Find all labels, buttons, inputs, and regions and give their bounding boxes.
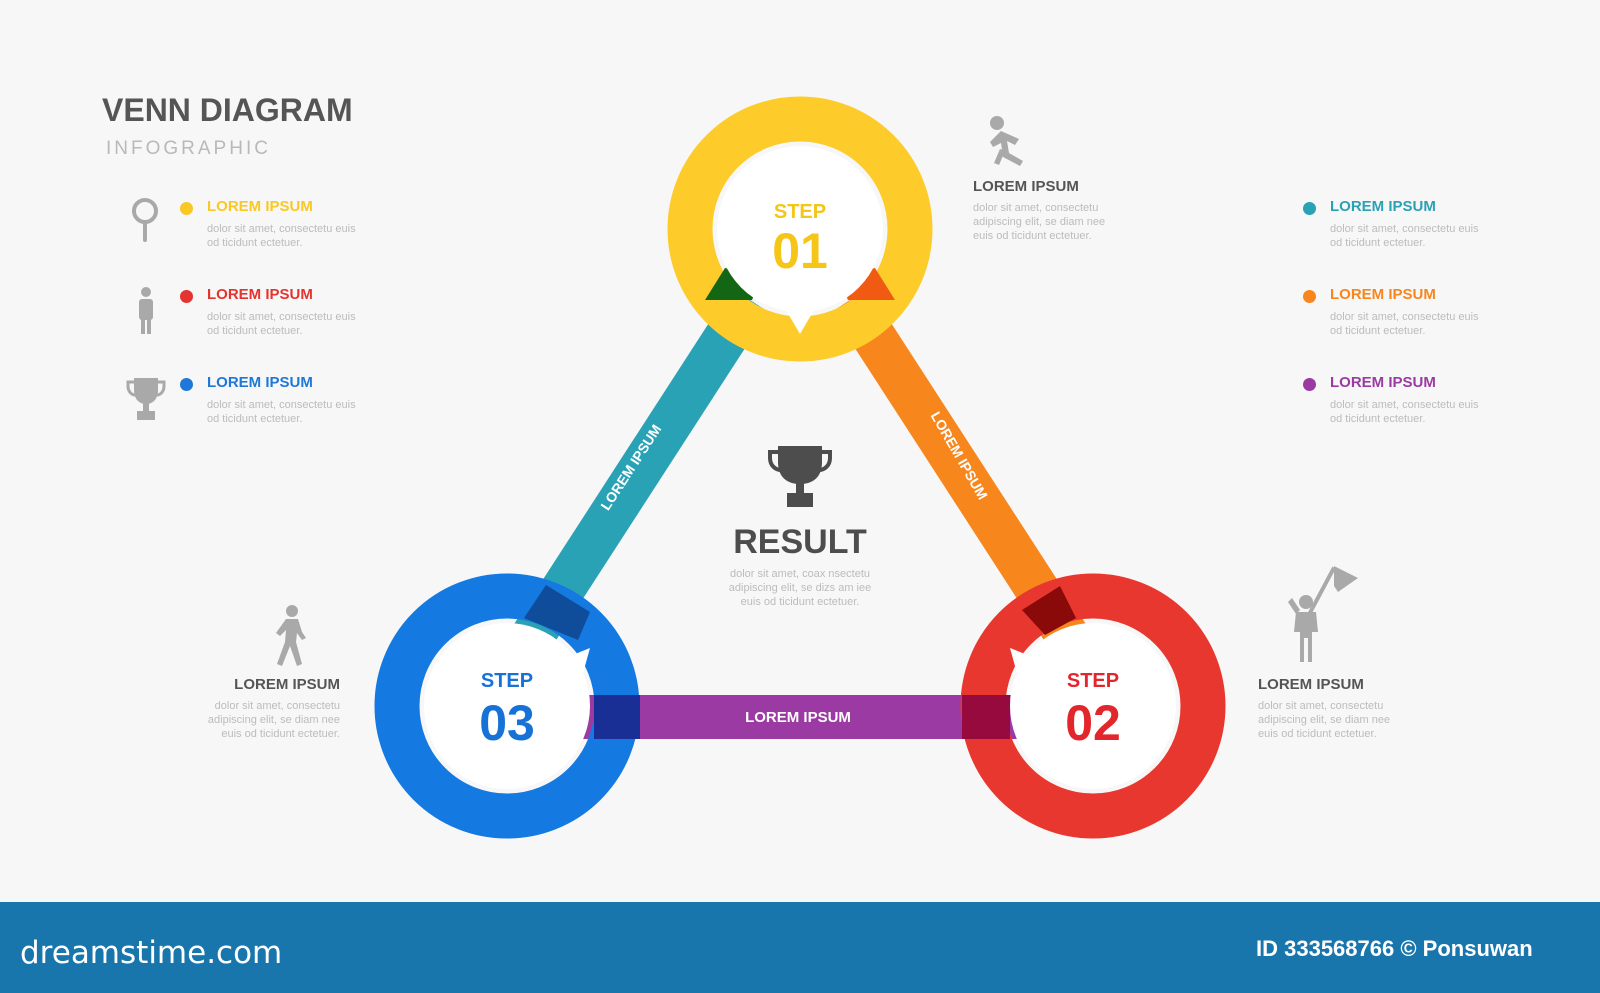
legend-dot bbox=[180, 378, 193, 391]
legend-desc: dolor sit amet, consectetu euis od ticid… bbox=[1330, 311, 1479, 337]
step-label: STEP bbox=[1067, 670, 1119, 692]
step-label: STEP bbox=[774, 201, 826, 223]
legend-item: LOREM IPSUM dolor sit amet, consectetu e… bbox=[180, 198, 380, 249]
legend-label: LOREM IPSUM bbox=[1330, 286, 1436, 303]
connector-left bbox=[511, 288, 769, 652]
legend-desc: dolor sit amet, consectetu euis od ticid… bbox=[1330, 223, 1479, 249]
legend-dot bbox=[180, 202, 193, 215]
legend-label: LOREM IPSUM bbox=[1330, 374, 1436, 391]
footer-bar bbox=[0, 902, 1600, 993]
overlap-right-bottom bbox=[1022, 586, 1076, 635]
note-title: LOREM IPSUM bbox=[1258, 676, 1364, 693]
walking-person-icon bbox=[276, 605, 306, 666]
brand-logo: dreamstime.com bbox=[20, 935, 283, 971]
legend-item: LOREM IPSUM dolor sit amet, consectetu e… bbox=[180, 286, 380, 337]
step-circle-03 bbox=[424, 623, 590, 789]
step-label: STEP bbox=[481, 670, 533, 692]
result-desc-line1: dolor sit amet, coax nsectetu bbox=[730, 568, 870, 580]
step-circle-01-tail bbox=[786, 310, 814, 334]
legend-dot bbox=[1303, 290, 1316, 303]
note-top: LOREM IPSUM dolor sit amet, consectetu a… bbox=[973, 178, 1123, 243]
note-title: LOREM IPSUM bbox=[234, 676, 340, 693]
result-title: RESULT bbox=[733, 523, 867, 561]
magnifier-icon bbox=[132, 198, 158, 242]
connector-bottom-label: LOREM IPSUM bbox=[745, 709, 851, 726]
legend-dot bbox=[180, 290, 193, 303]
stock-id: ID 333568766 © Ponsuwan bbox=[1256, 936, 1533, 961]
legend-label: LOREM IPSUM bbox=[207, 374, 313, 391]
legend-item: LOREM IPSUM dolor sit amet, consectetu e… bbox=[1303, 198, 1503, 249]
legend-item: LOREM IPSUM dolor sit amet, consectetu e… bbox=[180, 374, 380, 425]
note-desc: dolor sit amet, consectetu adipiscing el… bbox=[207, 700, 340, 740]
result-desc-line3: euis od ticidunt ectetuer. bbox=[741, 596, 860, 608]
legend-item: LOREM IPSUM dolor sit amet, consectetu e… bbox=[1303, 286, 1503, 337]
legend-label: LOREM IPSUM bbox=[1330, 198, 1436, 215]
step-number: 03 bbox=[479, 695, 535, 751]
legend-label: LOREM IPSUM bbox=[207, 198, 313, 215]
connector-right bbox=[831, 288, 1089, 652]
diagram-subtitle: INFOGRAPHIC bbox=[106, 138, 271, 159]
step-number: 02 bbox=[1065, 695, 1121, 751]
legend-desc: dolor sit amet, consectetu euis od ticid… bbox=[207, 399, 356, 425]
legend-item: LOREM IPSUM dolor sit amet, consectetu e… bbox=[1303, 374, 1503, 425]
overlap-bottom-right bbox=[962, 695, 1010, 739]
legend-label: LOREM IPSUM bbox=[207, 286, 313, 303]
overlap-bottom-left bbox=[594, 695, 640, 739]
note-desc: dolor sit amet, consectetu adipiscing el… bbox=[1258, 700, 1391, 740]
legend-desc: dolor sit amet, consectetu euis od ticid… bbox=[1330, 399, 1479, 425]
flag-person-icon bbox=[1288, 566, 1358, 662]
step-circle-01 bbox=[717, 146, 883, 312]
person-icon bbox=[139, 287, 153, 334]
note-right: LOREM IPSUM dolor sit amet, consectetu a… bbox=[1258, 676, 1408, 741]
note-title: LOREM IPSUM bbox=[973, 178, 1079, 195]
legend-dot bbox=[1303, 378, 1316, 391]
trophy-icon bbox=[126, 378, 166, 420]
legend-desc: dolor sit amet, consectetu euis od ticid… bbox=[207, 223, 356, 249]
note-desc: dolor sit amet, consectetu adipiscing el… bbox=[973, 202, 1106, 242]
running-person-icon bbox=[990, 116, 1023, 166]
triangle-diagram: STEP 01 STEP 02 STEP 03 LOREM IPSUM LORE… bbox=[374, 96, 1226, 839]
legend-desc: dolor sit amet, consectetu euis od ticid… bbox=[207, 311, 356, 337]
diagram-title: VENN DIAGRAM bbox=[102, 92, 353, 128]
trophy-icon bbox=[768, 446, 832, 507]
legend-dot bbox=[1303, 202, 1316, 215]
step-number: 01 bbox=[772, 223, 828, 279]
step-circle-02 bbox=[1010, 623, 1176, 789]
note-left: LOREM IPSUM dolor sit amet, consectetu a… bbox=[190, 676, 340, 741]
step-ring-01 bbox=[667, 96, 933, 362]
overlap-left-bottom bbox=[524, 585, 590, 640]
result-desc-line2: adipiscing elit, se dizs am iee bbox=[729, 582, 871, 594]
